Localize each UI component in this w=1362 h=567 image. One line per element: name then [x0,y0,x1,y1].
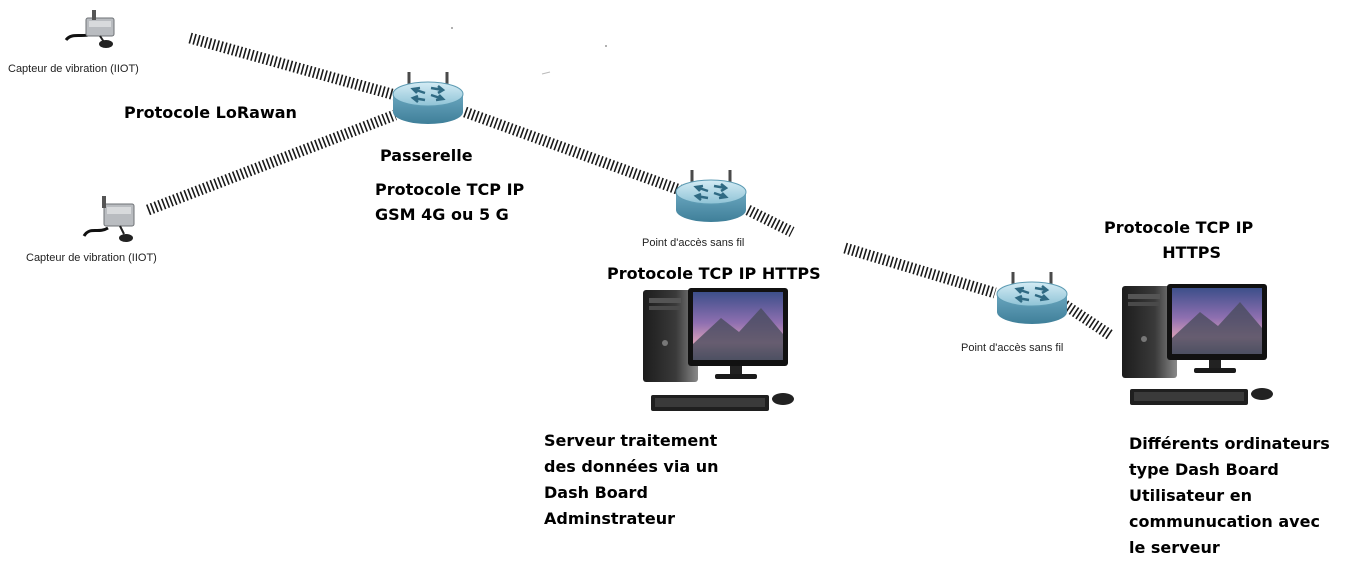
server-description-line: Dash Board [544,483,648,502]
server-description-line: Serveur traitement [544,431,718,450]
access-point-label: Point d'accès sans fil [642,237,745,249]
link-ap1-right [745,205,795,237]
speck-3 [541,71,551,75]
server-protocol-label: Protocole TCP IP HTTPS [607,264,821,283]
vibration-sensor-icon [64,10,115,48]
server-description-line: Adminstrateur [544,509,676,528]
lorawan-protocol-label: Protocole LoRawan [124,103,297,122]
access-point-icon [675,170,747,222]
client-description-line: type Dash Board [1129,460,1279,479]
sensor-label: Capteur de vibration (IIOT) [8,63,139,75]
client-computer-icon [1122,284,1273,405]
link-sensor1-gateway [188,32,397,101]
link-ap2-left [843,242,997,299]
gateway-router-icon [392,72,464,124]
sensor-label: Capteur de vibration (IIOT) [26,252,157,264]
wireless-links [146,32,1114,340]
client-protocol-line: Protocole TCP IP [1104,218,1254,237]
gateway-protocol-line: GSM 4G ou 5 G [375,205,509,224]
access-point-icon [996,272,1068,324]
client-description-line: communucation avec [1129,512,1320,531]
server-description: Serveur traitement des données via un Da… [544,428,718,532]
client-description: Différents ordinateurs type Dash Board U… [1129,431,1330,561]
vibration-sensor-icon [82,196,135,242]
server-computer-icon [643,288,794,411]
speck-1 [451,27,453,29]
access-point-label: Point d'accès sans fil [961,342,1064,354]
gateway-protocol-label: Protocole TCP IP GSM 4G ou 5 G [375,177,524,227]
gateway-label: Passerelle [380,146,473,165]
link-sensor2-gateway [146,109,397,216]
client-protocol-label: Protocole TCP IP HTTPS [1104,215,1253,265]
speck-2 [605,45,607,47]
client-description-line: Utilisateur en [1129,486,1253,505]
gateway-protocol-line: Protocole TCP IP [375,180,525,199]
server-description-line: des données via un [544,457,719,476]
client-protocol-line: HTTPS [1162,243,1222,262]
client-description-line: le serveur [1129,538,1220,557]
client-description-line: Différents ordinateurs [1129,434,1330,453]
link-ap2-right [1061,300,1114,340]
